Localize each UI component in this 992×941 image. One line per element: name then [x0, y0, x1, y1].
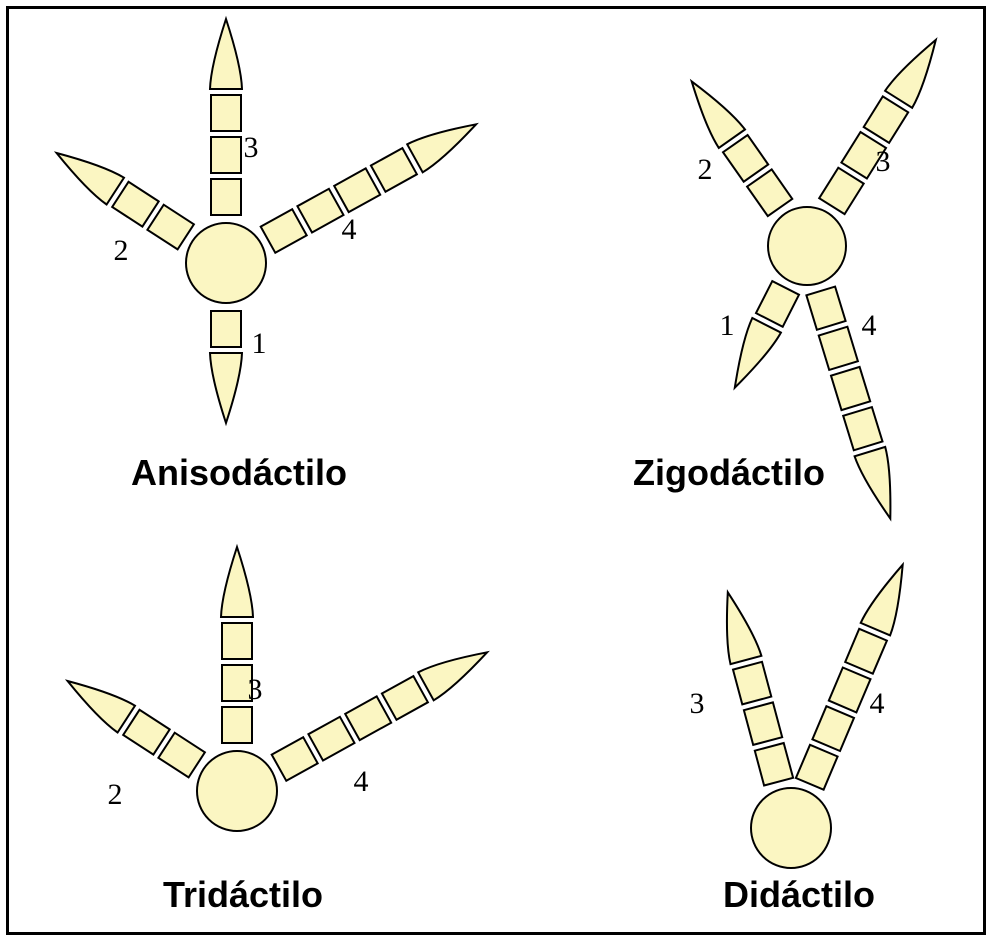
phalanx: [382, 676, 428, 720]
foot-tridactyl: 2 3 4: [68, 547, 488, 831]
toe-3: [727, 592, 793, 785]
toe-3: [819, 40, 936, 214]
claw: [210, 19, 242, 89]
palm: [768, 207, 846, 285]
title-zygodactyl: Zigodáctilo: [633, 452, 825, 493]
phalanx: [756, 281, 799, 327]
foot-anisodactyl: 1 2 3 4: [57, 19, 477, 423]
toe-label-1: 1: [252, 327, 267, 360]
phalanx: [819, 168, 864, 214]
phalanx: [755, 743, 793, 786]
toe-label-2: 2: [114, 234, 129, 267]
phalanx: [747, 169, 792, 216]
phalanx: [829, 668, 871, 713]
phalanx: [845, 629, 887, 674]
phalanx: [831, 367, 870, 410]
claw: [68, 681, 135, 733]
toe-label-3: 3: [690, 687, 705, 720]
claw: [735, 318, 781, 388]
phalanx: [796, 745, 838, 790]
phalanx: [334, 168, 380, 212]
phalanx: [723, 135, 768, 182]
phalanx: [211, 137, 241, 173]
phalanx: [297, 189, 343, 233]
phalanx: [371, 148, 417, 192]
claw: [57, 153, 124, 205]
toe-4: [796, 565, 903, 790]
palm: [751, 788, 831, 868]
title-anisodactyl: Anisodáctilo: [131, 452, 347, 493]
phalanx: [211, 95, 241, 131]
toe-4: [261, 124, 476, 253]
title-tridactyl: Tridáctilo: [163, 874, 323, 915]
phalanx: [812, 706, 854, 751]
phalanx: [843, 407, 882, 450]
phalanx: [733, 662, 771, 705]
claw: [885, 40, 936, 108]
palm: [197, 751, 277, 831]
toe-label-3: 3: [248, 673, 263, 706]
phalanx: [345, 696, 391, 740]
phalanx: [147, 205, 194, 250]
phalanx: [261, 209, 307, 253]
phalanx: [819, 327, 858, 370]
phalanx: [158, 733, 205, 778]
claw: [855, 447, 891, 519]
phalanx: [272, 737, 318, 781]
foot-zygodactyl: 1 2 3 4: [692, 40, 936, 519]
title-didactyl: Didáctilo: [723, 874, 875, 915]
toe-1: [735, 281, 799, 388]
phalanx: [222, 623, 252, 659]
toe-2: [692, 81, 793, 216]
toe-2: [68, 681, 205, 777]
claw: [861, 565, 903, 636]
toe-1: [210, 311, 242, 423]
toe-label-4: 4: [862, 309, 877, 342]
phalanx: [112, 182, 159, 227]
toe-3: [221, 547, 253, 743]
claw: [210, 353, 242, 423]
claw: [418, 652, 487, 700]
toe-3: [210, 19, 242, 215]
phalanx: [806, 287, 845, 330]
phalanx: [211, 179, 241, 215]
toe-label-4: 4: [342, 213, 357, 246]
claw: [692, 81, 745, 147]
claw: [407, 124, 476, 172]
phalanx: [123, 710, 170, 755]
toe-label-2: 2: [698, 153, 713, 186]
phalanx: [222, 707, 252, 743]
phalanx: [744, 702, 782, 745]
claw: [727, 592, 761, 664]
phalanx: [864, 96, 909, 142]
phalanx: [308, 717, 354, 761]
toe-label-3: 3: [876, 145, 891, 178]
toe-label-4: 4: [870, 687, 885, 720]
toe-label-1: 1: [720, 309, 735, 342]
claw: [221, 547, 253, 617]
toe-4: [272, 652, 487, 781]
palm: [186, 223, 266, 303]
toe-label-4: 4: [354, 765, 369, 798]
phalanx: [211, 311, 241, 347]
toe-label-3: 3: [244, 131, 259, 164]
toe-label-2: 2: [108, 778, 123, 811]
